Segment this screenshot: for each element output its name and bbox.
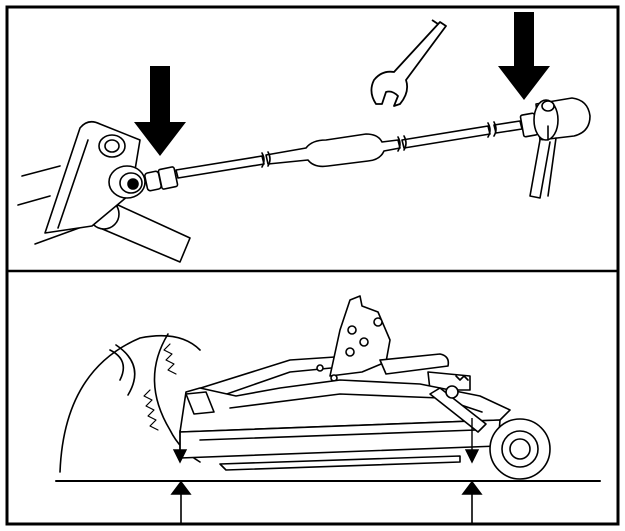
tie-rod-panel [17, 97, 591, 263]
left-rod-end [108, 165, 179, 199]
upper-pivot-bolt [98, 134, 126, 158]
up-arrow-icon [170, 480, 192, 524]
right-support-arm [529, 139, 551, 199]
wrench-icon [370, 19, 447, 107]
measure-markers [172, 418, 480, 464]
rear-linkage [379, 353, 471, 391]
deck-hanger [185, 391, 215, 415]
right-rod-end [519, 97, 591, 141]
up-arrow-icon [461, 480, 483, 524]
mower-deck [179, 379, 511, 471]
down-arrow-icon [498, 12, 550, 100]
down-arrow-icon [134, 66, 186, 156]
